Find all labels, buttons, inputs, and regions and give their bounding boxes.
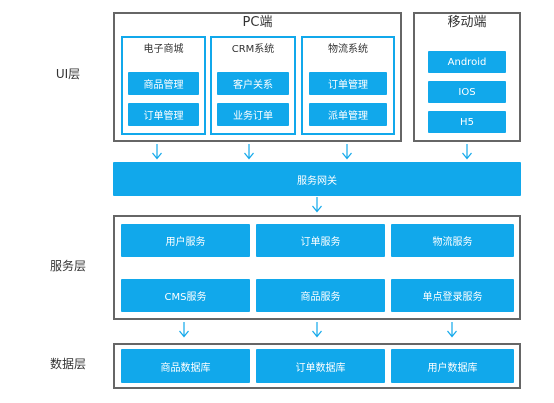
layer-label-ui: UI层 [55, 67, 81, 81]
user-db-button[interactable]: 用户数据库 [391, 349, 514, 383]
logistics-service-button[interactable]: 物流服务 [391, 224, 514, 257]
arrow-down-icon [311, 197, 323, 215]
product-service-button[interactable]: 商品服务 [256, 279, 385, 312]
subsystem-emall-title: 电子商城 [143, 44, 184, 55]
layer-label-data: 数据层 [49, 357, 86, 371]
logistics-dispatch-mgmt-button[interactable]: 派单管理 [309, 103, 387, 126]
sso-service-button[interactable]: 单点登录服务 [391, 279, 514, 312]
arrow-down-icon [178, 322, 190, 340]
order-service-button[interactable]: 订单服务 [256, 224, 385, 257]
order-db-button[interactable]: 订单数据库 [256, 349, 385, 383]
crm-customer-relation-button[interactable]: 客户关系 [217, 72, 289, 95]
mobile-h5-button[interactable]: H5 [428, 111, 506, 133]
logistics-order-mgmt-button[interactable]: 订单管理 [309, 72, 387, 95]
mobile-title: 移动端 [447, 15, 487, 30]
arrow-down-icon [446, 322, 458, 340]
user-service-button[interactable]: 用户服务 [121, 224, 250, 257]
arrow-down-icon [341, 144, 353, 162]
subsystem-crm-title: CRM系统 [231, 44, 275, 55]
emall-product-mgmt-button[interactable]: 商品管理 [128, 72, 199, 95]
subsystem-logistics-title: 物流系统 [328, 44, 368, 55]
cms-service-button[interactable]: CMS服务 [121, 279, 250, 312]
emall-order-mgmt-button[interactable]: 订单管理 [128, 103, 199, 126]
arrow-down-icon [243, 144, 255, 162]
arrow-down-icon [461, 144, 473, 162]
product-db-button[interactable]: 商品数据库 [121, 349, 250, 383]
layer-label-service: 服务层 [49, 259, 86, 273]
pc-title: PC端 [242, 15, 273, 30]
arrow-down-icon [311, 322, 323, 340]
arrow-down-icon [151, 144, 163, 162]
service-gateway-bar[interactable]: 服务网关 [113, 162, 521, 196]
crm-business-order-button[interactable]: 业务订单 [217, 103, 289, 126]
mobile-android-button[interactable]: Android [428, 51, 506, 73]
mobile-ios-button[interactable]: IOS [428, 81, 506, 103]
